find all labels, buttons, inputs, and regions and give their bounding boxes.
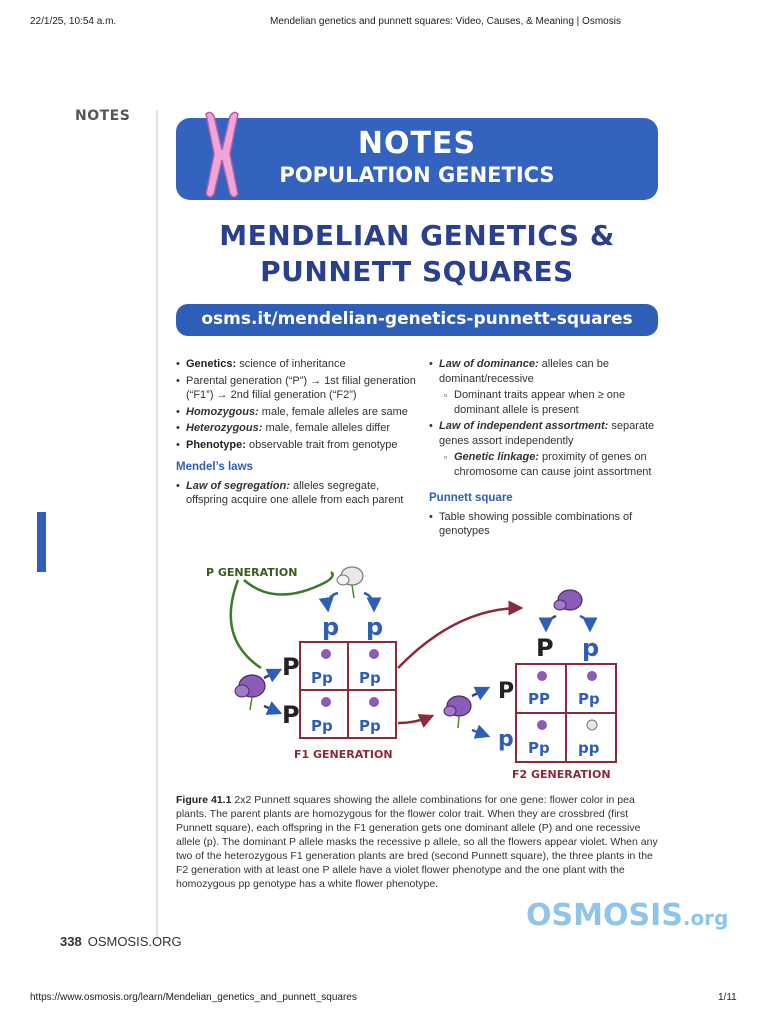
- print-page-title: Mendelian genetics and punnett squares: …: [270, 16, 621, 27]
- list-item: Genetics: science of inheritance: [176, 357, 416, 372]
- page-title-line1: MENDELIAN GENETICS &: [219, 219, 615, 252]
- f2-cell: Pp: [578, 690, 600, 708]
- f2-cell: PP: [528, 690, 550, 708]
- header-banner: [176, 118, 658, 200]
- violet-flower-f2-side: [443, 695, 472, 729]
- figure-label: Figure 41.1: [176, 794, 232, 806]
- page-number: 338: [60, 934, 82, 949]
- margin-divider: [156, 110, 158, 940]
- f2-top-allele: p: [582, 634, 599, 662]
- punnett-heading: Punnett square: [429, 492, 513, 504]
- f1-generation-label: F1 GENERATION: [294, 748, 393, 761]
- list-item: Table showing possible combinations of g…: [429, 510, 661, 539]
- mendel-heading: Mendel’s laws: [176, 461, 253, 473]
- page-footer: 338 OSMOSIS.ORG: [60, 934, 182, 949]
- list-item: Law of segregation: alleles segregate, o…: [176, 479, 416, 508]
- page-title-line2: PUNNETT SQUARES: [260, 255, 574, 288]
- f2-cell: pp: [578, 739, 600, 757]
- f1-cell: Pp: [359, 717, 381, 735]
- figure-caption: Figure 41.1 2x2 Punnett squares showing …: [176, 793, 662, 891]
- list-item: Parental generation (“P”) → 1st filial g…: [176, 374, 416, 403]
- f1-top-allele: p: [366, 613, 383, 641]
- white-flower-parent: [336, 566, 364, 599]
- f1-cell: Pp: [311, 669, 333, 687]
- list-item: Genetic linkage: proximity of genes on c…: [429, 450, 661, 479]
- f1-cell: Pp: [359, 669, 381, 687]
- print-url[interactable]: https://www.osmosis.org/learn/Mendelian_…: [30, 992, 357, 1003]
- f1-top-allele: p: [322, 613, 339, 641]
- osmosis-logo: OSMOSIS.org: [526, 898, 728, 933]
- f2-side-allele: p: [498, 727, 514, 752]
- list-item: Law of independent assortment: separate …: [429, 419, 661, 448]
- violet-flower-f2-top: [553, 589, 583, 611]
- f1-cell: Pp: [311, 717, 333, 735]
- f2-side-allele: P: [498, 679, 514, 704]
- left-column: Genetics: science of inheritance Parenta…: [176, 357, 416, 510]
- f2-punnett-square: PP Pp Pp pp: [515, 663, 617, 763]
- f1-side-allele: P: [282, 701, 300, 729]
- list-item: Dominant traits appear when ≥ one domina…: [429, 388, 661, 417]
- f1-punnett-square: Pp Pp Pp Pp: [299, 641, 397, 739]
- logo-main: OSMOSIS: [526, 898, 683, 933]
- publisher: OSMOSIS.ORG: [87, 934, 182, 949]
- f2-cell: Pp: [528, 739, 550, 757]
- right-column: Law of dominance: alleles can be dominan…: [429, 357, 661, 541]
- page-title: MENDELIAN GENETICS & PUNNETT SQUARES: [176, 218, 658, 290]
- p-arrow-violet: [229, 579, 262, 670]
- f2-top-allele: P: [536, 634, 554, 662]
- print-datetime: 22/1/25, 10:54 a.m.: [30, 16, 117, 27]
- figure-caption-text: 2x2 Punnett squares showing the allele c…: [176, 794, 658, 890]
- url-bar[interactable]: [176, 304, 658, 336]
- chromosome-icon: [205, 111, 239, 198]
- banner-subtitle: POPULATION GENETICS: [279, 163, 555, 187]
- f2-generation-label: F2 GENERATION: [512, 768, 611, 781]
- list-item: Heterozygous: male, female alleles diffe…: [176, 421, 416, 436]
- print-page-count: 1/11: [718, 992, 737, 1003]
- p-generation-label: P GENERATION: [206, 566, 297, 579]
- page-marker: [37, 512, 46, 572]
- banner-title: NOTES: [357, 126, 477, 161]
- punnett-diagram: P GENERATION p p P P Pp Pp Pp Pp F1 GENE…: [206, 566, 617, 781]
- f1-side-allele: P: [282, 653, 300, 681]
- list-item: Law of dominance: alleles can be dominan…: [429, 357, 661, 386]
- p-arrow-white: [243, 579, 327, 596]
- violet-flower-parent: [234, 674, 266, 711]
- list-item: Phenotype: observable trait from genotyp…: [176, 438, 416, 453]
- side-notes-label: NOTES: [75, 108, 131, 124]
- list-item: Homozygous: male, female alleles are sam…: [176, 405, 416, 420]
- url-bar-text[interactable]: osms.it/mendelian-genetics-punnett-squar…: [201, 309, 633, 329]
- logo-suffix: .org: [682, 906, 729, 930]
